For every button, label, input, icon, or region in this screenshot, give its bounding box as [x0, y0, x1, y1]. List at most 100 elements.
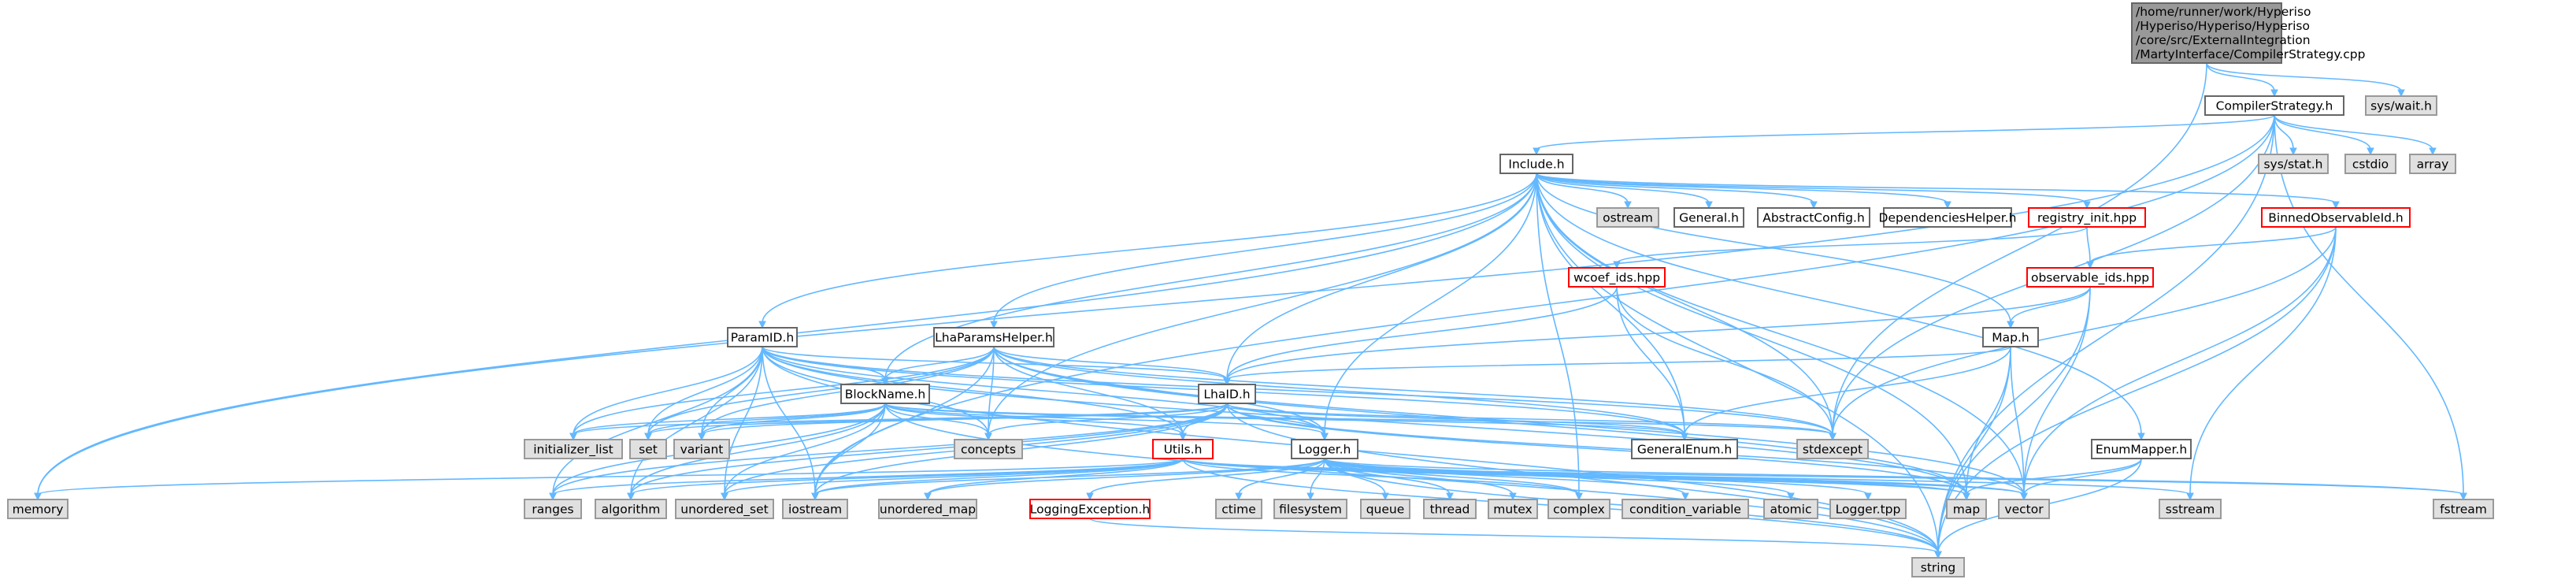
edge-observable_ids_hpp-to-map_h	[2007, 286, 2091, 329]
edge-include_h-to-lhaid_h	[1223, 173, 1537, 386]
node-map-h[interactable]: Map.h	[1982, 327, 2039, 347]
node-label: sstream	[2166, 503, 2215, 517]
edge-include_h-to-registry_init_hpp	[1536, 173, 2091, 210]
edge-include_h-to-complex	[1536, 173, 1583, 501]
node-sstream: sstream	[2159, 499, 2222, 519]
node-logger-tpp: Logger.tpp	[1829, 499, 1907, 519]
node-sys-wait-h: sys/wait.h	[2365, 95, 2437, 116]
node-label: algorithm	[602, 503, 661, 517]
node-ranges: ranges	[524, 499, 582, 519]
edge-observable_ids_hpp-to-vector	[2020, 286, 2091, 501]
node-label: LoggingException.h	[1030, 503, 1151, 517]
node-label: Logger.h	[1299, 443, 1351, 457]
node-vector: vector	[1998, 499, 2050, 519]
node-label: Map.h	[1992, 331, 2029, 345]
node-array: array	[2409, 154, 2456, 174]
edge-compilerstrategy_h-to-cstdio	[2274, 114, 2374, 156]
node-ctime: ctime	[1215, 499, 1262, 519]
node-condition-variable: condition_variable	[1622, 499, 1749, 519]
node-lhaid-h[interactable]: LhaID.h	[1198, 384, 1256, 404]
root-file-path-line: /MartyInterface/CompilerStrategy.cpp	[2136, 47, 2365, 61]
edge-include_h-to-general_h	[1536, 173, 1713, 210]
edge-lhaid_h-to-variant	[698, 403, 1228, 441]
edge-logger_h-to-logger_tpp	[1324, 458, 1872, 501]
node-dependencieshelper-h[interactable]: DependenciesHelper.h	[1879, 207, 2017, 228]
node-concepts: concepts	[954, 439, 1023, 459]
node-algorithm: algorithm	[595, 499, 667, 519]
edge-logger_h-to-fstream	[1324, 458, 2467, 501]
node-queue: queue	[1360, 499, 1410, 519]
edge-logger_h-to-iostream	[811, 458, 1325, 501]
node-lhaparamshelper-h[interactable]: LhaParamsHelper.h	[933, 327, 1054, 347]
edge-lhaid_h-to-generalenum_h	[1226, 403, 1688, 441]
edge-binnedobservableid_h-to-sstream	[2186, 226, 2337, 501]
node-paramid-h[interactable]: ParamID.h	[727, 327, 798, 347]
root-file-path-line: /core/src/ExternalIntegration	[2136, 33, 2311, 47]
node-label: Include.h	[1508, 158, 1564, 172]
node-label: LhaParamsHelper.h	[935, 331, 1053, 345]
node-sys-stat-h: sys/stat.h	[2258, 154, 2329, 174]
node-thread: thread	[1423, 499, 1477, 519]
edge-include_h-to-dependencieshelper_h	[1536, 173, 1951, 210]
node-observable-ids-hpp[interactable]: observable_ids.hpp	[2026, 267, 2154, 288]
node-logger-h[interactable]: Logger.h	[1291, 439, 1358, 459]
node-binnedobservableid-h[interactable]: BinnedObservableId.h	[2261, 207, 2411, 228]
root-file-path-line: /Hyperiso/Hyperiso/Hyperiso	[2136, 19, 2310, 33]
edge-include_h-to-abstractconfig_h	[1536, 173, 1818, 210]
node-label: ParamID.h	[731, 331, 794, 345]
node-iostream: iostream	[782, 499, 848, 519]
edge-paramid_h-to-initializer_list	[569, 346, 763, 441]
node-label: stdexcept	[1803, 443, 1863, 457]
node-label: unordered_map	[880, 503, 976, 518]
node-loggingexception-h[interactable]: LoggingException.h	[1029, 499, 1151, 519]
node-wcoef-ids-hpp[interactable]: wcoef_ids.hpp	[1568, 267, 1666, 288]
node-generalenum-h[interactable]: GeneralEnum.h	[1631, 439, 1738, 459]
edge-include_h-to-lhaparamshelper_h	[990, 173, 1537, 329]
node-unordered-set: unordered_set	[675, 499, 774, 519]
node-label: wcoef_ids.hpp	[1573, 271, 1660, 286]
edge-root-to-compilerstrategy_h	[2206, 62, 2278, 98]
edge-logger_h-to-vector	[1324, 458, 2028, 501]
node-atomic: atomic	[1763, 499, 1818, 519]
node-label: GeneralEnum.h	[1637, 443, 1732, 457]
edge-logger_h-to-loggingexception_h	[1086, 458, 1325, 501]
node-include-h[interactable]: Include.h	[1499, 154, 1573, 174]
node-map: map	[1946, 499, 1987, 519]
node-label: Logger.tpp	[1836, 503, 1901, 517]
node-blockname-h[interactable]: BlockName.h	[840, 384, 930, 404]
node-enummapper-h[interactable]: EnumMapper.h	[2091, 439, 2192, 459]
edge-registry_init_hpp-to-wcoef_ids_hpp	[1613, 226, 2088, 269]
edge-include_h-to-enummapper_h	[1536, 173, 2145, 441]
node-ostream: ostream	[1596, 207, 1659, 228]
node-mutex: mutex	[1488, 499, 1538, 519]
node-label: AbstractConfig.h	[1762, 211, 1865, 225]
node-label: CompilerStrategy.h	[2216, 99, 2333, 113]
node-label: ranges	[532, 503, 573, 517]
edge-lhaid_h-to-concepts	[984, 403, 1228, 441]
edge-logger_h-to-thread	[1324, 458, 1454, 501]
node-registry-init-hpp[interactable]: registry_init.hpp	[2028, 207, 2146, 228]
node-label: Utils.h	[1164, 443, 1203, 457]
edge-logger_h-to-condition_variable	[1324, 458, 1689, 501]
node-abstractconfig-h[interactable]: AbstractConfig.h	[1757, 207, 1870, 228]
edge-utils_h-to-memory	[34, 458, 1184, 501]
edge-lhaparamshelper_h-to-set	[644, 346, 995, 441]
node-utils-h[interactable]: Utils.h	[1152, 439, 1214, 459]
node-label: cstdio	[2352, 158, 2389, 172]
node-label: iostream	[788, 503, 842, 517]
edge-include_h-to-blockname_h	[881, 173, 1537, 386]
node-label: fstream	[2440, 503, 2487, 517]
dependency-edges	[34, 62, 2467, 559]
edge-logger_h-to-unordered_map	[924, 458, 1325, 501]
node-root[interactable]: /home/runner/work/Hyperiso/Hyperiso/Hype…	[2131, 2, 2365, 64]
node-label: observable_ids.hpp	[2031, 271, 2149, 286]
node-label: ctime	[1221, 503, 1256, 517]
node-memory: memory	[7, 499, 69, 519]
edge-logger_h-to-ctime	[1235, 458, 1325, 501]
edge-logger_h-to-filesystem	[1307, 458, 1325, 501]
node-filesystem: filesystem	[1273, 499, 1347, 519]
node-general-h[interactable]: General.h	[1673, 207, 1744, 228]
node-set: set	[629, 439, 667, 459]
node-label: EnumMapper.h	[2096, 443, 2187, 457]
node-compilerstrategy-h[interactable]: CompilerStrategy.h	[2204, 95, 2344, 116]
